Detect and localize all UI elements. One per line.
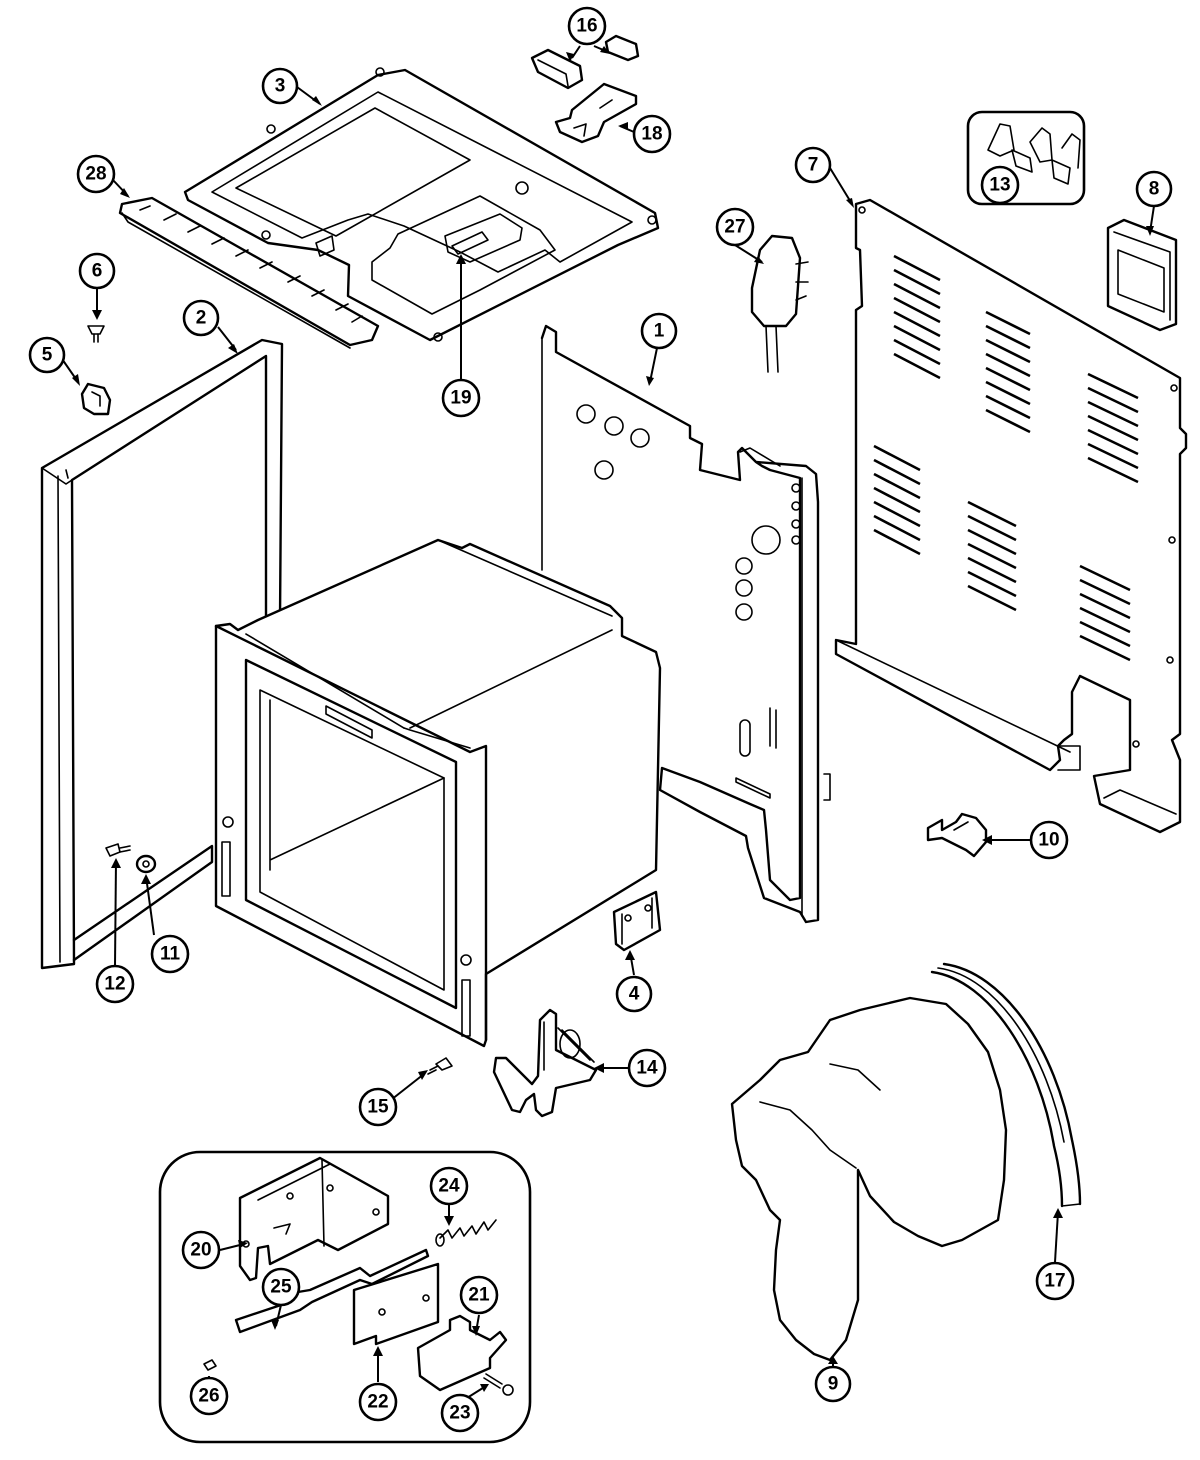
- callout-28: 28: [76, 154, 116, 194]
- part-clip-5: [80, 382, 112, 416]
- callout-12: 12: [95, 964, 135, 1004]
- callout-15-label: 15: [367, 1097, 389, 1118]
- part-top-panel: [183, 67, 660, 342]
- part-insulation-blanket: [730, 996, 1008, 1362]
- callout-16: 16: [567, 6, 607, 46]
- callout-4: 4: [615, 975, 653, 1013]
- callout-22: 22: [358, 1382, 398, 1422]
- callout-23: 23: [440, 1393, 480, 1433]
- callout-9: 9: [814, 1365, 852, 1403]
- part-screw-15: [427, 1057, 453, 1075]
- callout-5: 5: [28, 336, 66, 374]
- callout-27: 27: [715, 207, 755, 247]
- callout-26-label: 26: [198, 1386, 219, 1407]
- callout-13-label: 13: [989, 175, 1010, 196]
- callout-17: 17: [1035, 1261, 1075, 1301]
- callout-15: 15: [358, 1087, 398, 1127]
- callout-6: 6: [78, 252, 116, 290]
- callout-21: 21: [459, 1275, 499, 1315]
- part-plate-4: [612, 890, 662, 952]
- callout-20: 20: [181, 1230, 221, 1270]
- part-lock-assembly-inset: [158, 1150, 532, 1444]
- callout-10: 10: [1029, 820, 1069, 860]
- part-rear-panel: [834, 198, 1188, 834]
- part-screw-12: [105, 843, 131, 857]
- part-screw-6: [87, 325, 105, 343]
- callout-10-label: 10: [1038, 830, 1059, 851]
- part-clips: [530, 34, 640, 90]
- callout-27-label: 27: [724, 217, 745, 238]
- callout-9-label: 9: [828, 1374, 839, 1395]
- callout-1: 1: [640, 312, 678, 350]
- part-side-frame: [40, 338, 284, 970]
- callout-17-label: 17: [1044, 1271, 1065, 1292]
- callout-26: 26: [189, 1376, 229, 1416]
- callout-8: 8: [1135, 170, 1173, 208]
- callout-16-label: 16: [576, 16, 597, 37]
- callout-23-label: 23: [449, 1403, 470, 1424]
- part-bracket-10: [926, 812, 988, 858]
- callout-2-label: 2: [196, 308, 207, 329]
- callout-2: 2: [182, 299, 220, 337]
- callout-14-label: 14: [636, 1058, 658, 1079]
- callout-18: 18: [632, 114, 672, 154]
- part-slotted-strip: [118, 196, 380, 349]
- callout-14: 14: [627, 1048, 667, 1088]
- callout-8-label: 8: [1149, 179, 1160, 200]
- callout-5-label: 5: [42, 345, 53, 366]
- callout-22-label: 22: [367, 1392, 388, 1413]
- arrowheads: [72, 46, 1154, 1392]
- callout-19-label: 19: [450, 388, 471, 409]
- part-oven-cavity: [214, 538, 662, 1048]
- callout-11-label: 11: [160, 944, 181, 965]
- callout-12-label: 12: [104, 974, 125, 995]
- part-right-side-panel: [540, 324, 831, 924]
- louver-group: [873, 254, 1139, 662]
- part-wire-clips-inset: [966, 110, 1086, 206]
- part-power-cord: [750, 234, 809, 373]
- callout-25-label: 25: [270, 1277, 292, 1298]
- part-door-seal: [930, 962, 1082, 1208]
- callout-24: 24: [429, 1166, 469, 1206]
- callout-3: 3: [261, 67, 299, 105]
- callout-1-label: 1: [654, 321, 665, 342]
- callout-7-label: 7: [808, 155, 819, 176]
- callout-21-label: 21: [468, 1285, 490, 1306]
- callout-18-label: 18: [641, 124, 662, 145]
- callout-4-label: 4: [629, 984, 640, 1005]
- callout-25: 25: [261, 1267, 301, 1307]
- part-door-latch: [492, 1008, 598, 1118]
- callout-13: 13: [980, 165, 1020, 205]
- callout-6-label: 6: [92, 261, 103, 282]
- callout-7: 7: [794, 146, 832, 184]
- callout-24-label: 24: [438, 1176, 460, 1197]
- part-frame-8: [1106, 218, 1178, 332]
- callout-11: 11: [150, 934, 190, 974]
- callout-28-label: 28: [85, 164, 106, 185]
- callout-3-label: 3: [275, 76, 286, 97]
- callout-19: 19: [441, 378, 481, 418]
- callout-20-label: 20: [190, 1240, 211, 1261]
- part-bracket-18: [554, 82, 638, 144]
- part-nut-11: [135, 854, 157, 874]
